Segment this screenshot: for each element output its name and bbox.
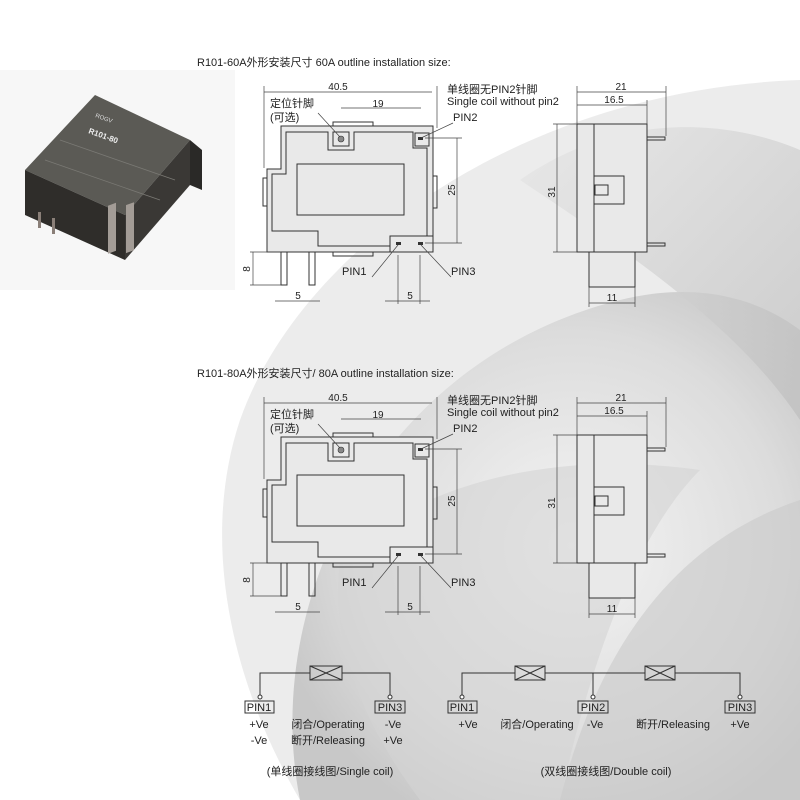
dim-pin-spacing: 19 (372, 410, 384, 421)
relay-body-side (576, 123, 648, 253)
drawing-title: R101-60A外形安装尺寸 60A outline installation … (197, 55, 451, 69)
pin1-operating-polarity: +Ve (249, 719, 268, 731)
dim-side-body: 16.5 (604, 406, 624, 417)
pin1-label: PIN1 (342, 266, 366, 278)
pin1-label: PIN1 (247, 702, 271, 714)
locating-pin-optional: (可选) (270, 422, 299, 435)
dim-width: 40.5 (328, 82, 348, 93)
double-coil-wiring: PIN1 PIN2 PIN3 +Ve 闭合/Operating -Ve 断开/R… (447, 665, 756, 778)
dim-side-height: 31 (547, 186, 558, 198)
pin3-label: PIN3 (451, 577, 475, 589)
pin1-polarity: +Ve (458, 719, 477, 731)
relay-product-photo: ROGV R101-80 (0, 70, 235, 290)
pin3-label: PIN3 (728, 702, 752, 714)
dim-width: 40.5 (328, 393, 348, 404)
double-coil-caption: (双线圈接线图/Double coil) (541, 764, 672, 778)
locating-pin-optional: (可选) (270, 111, 299, 124)
relay-body-front (266, 125, 434, 253)
pin3-label: PIN3 (451, 266, 475, 278)
single-coil-wiring: PIN1 PIN3 +Ve -Ve 闭合/Operating 断开/Releas… (244, 665, 406, 778)
releasing-label: 断开/Releasing (636, 717, 710, 731)
coil-symbol (644, 665, 676, 681)
dim-pin-right: 5 (407, 291, 413, 302)
pin3-polarity: +Ve (730, 719, 749, 731)
dim-pin-length: 8 (242, 577, 253, 583)
pin2-label: PIN2 (453, 423, 477, 435)
pin2-label: PIN2 (453, 112, 477, 124)
dim-pin-left: 5 (295, 602, 301, 613)
note-cn: 单线圈无PIN2针脚 (447, 393, 537, 407)
pin2-polarity: -Ve (587, 719, 604, 731)
pin3-label: PIN3 (378, 702, 402, 714)
outline-drawing: R101-80A外形安装尺寸/ 80A outline installation… (197, 366, 667, 618)
dim-pin-right: 5 (407, 602, 413, 613)
dim-side-total: 21 (615, 82, 627, 93)
note-en: Single coil without pin2 (447, 96, 559, 108)
operating-label: 闭合/Operating (500, 717, 573, 731)
dim-pin-length: 8 (242, 266, 253, 272)
dim-side-base: 11 (607, 604, 618, 615)
single-coil-caption: (单线圈接线图/Single coil) (267, 764, 394, 778)
coil-symbol (514, 665, 546, 681)
pin3-releasing-polarity: +Ve (383, 735, 402, 747)
note-en: Single coil without pin2 (447, 407, 559, 419)
locating-pin-label: 定位针脚 (270, 407, 314, 421)
operating-label: 闭合/Operating (291, 717, 364, 731)
pin2-label: PIN2 (581, 702, 605, 714)
dim-pin-spacing: 19 (372, 99, 384, 110)
dim-side-base: 11 (607, 293, 618, 304)
dim-side-total: 21 (615, 393, 627, 404)
pin1-releasing-polarity: -Ve (251, 735, 268, 747)
svg-text:ROGV: ROGV (94, 113, 113, 125)
dim-pin-left: 5 (295, 291, 301, 302)
outline-drawing: R101-60A外形安装尺寸 60A outline installation … (197, 55, 667, 307)
note-cn: 单线圈无PIN2针脚 (447, 82, 537, 96)
releasing-label: 断开/Releasing (291, 733, 365, 747)
pin1-label: PIN1 (342, 577, 366, 589)
pin1-label: PIN1 (450, 702, 474, 714)
coil-symbol (309, 665, 343, 681)
dim-height: 25 (447, 495, 458, 507)
dim-height: 25 (447, 184, 458, 196)
drawing-title: R101-80A外形安装尺寸/ 80A outline installation… (197, 366, 454, 380)
pin3-operating-polarity: -Ve (385, 719, 402, 731)
relay-body-side (576, 434, 648, 564)
relay-body-front (266, 436, 434, 564)
dim-side-height: 31 (547, 497, 558, 509)
dim-side-body: 16.5 (604, 95, 624, 106)
locating-pin-label: 定位针脚 (270, 96, 314, 110)
